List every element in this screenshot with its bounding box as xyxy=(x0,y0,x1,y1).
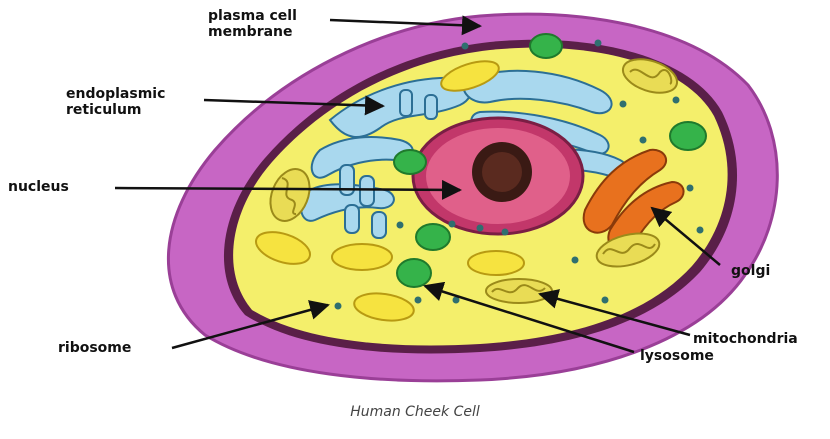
label-nucleus: nucleus xyxy=(8,179,69,195)
label-lysosome: lysosome xyxy=(640,348,714,364)
figure-caption: Human Cheek Cell xyxy=(0,404,830,420)
nucleus xyxy=(413,118,583,234)
label-er-line2: reticulum xyxy=(66,102,165,118)
label-er-line1: endoplasmic xyxy=(66,86,165,102)
label-plasma-membrane-line2: membrane xyxy=(208,24,297,40)
label-plasma-membrane-line1: plasma cell xyxy=(208,8,297,24)
label-ribosome: ribosome xyxy=(58,340,131,356)
label-plasma-membrane: plasma cell membrane xyxy=(208,8,297,40)
label-golgi: golgi xyxy=(731,263,770,279)
label-mitochondria: mitochondria xyxy=(693,331,798,347)
label-endoplasmic-reticulum: endoplasmic reticulum xyxy=(66,86,165,118)
